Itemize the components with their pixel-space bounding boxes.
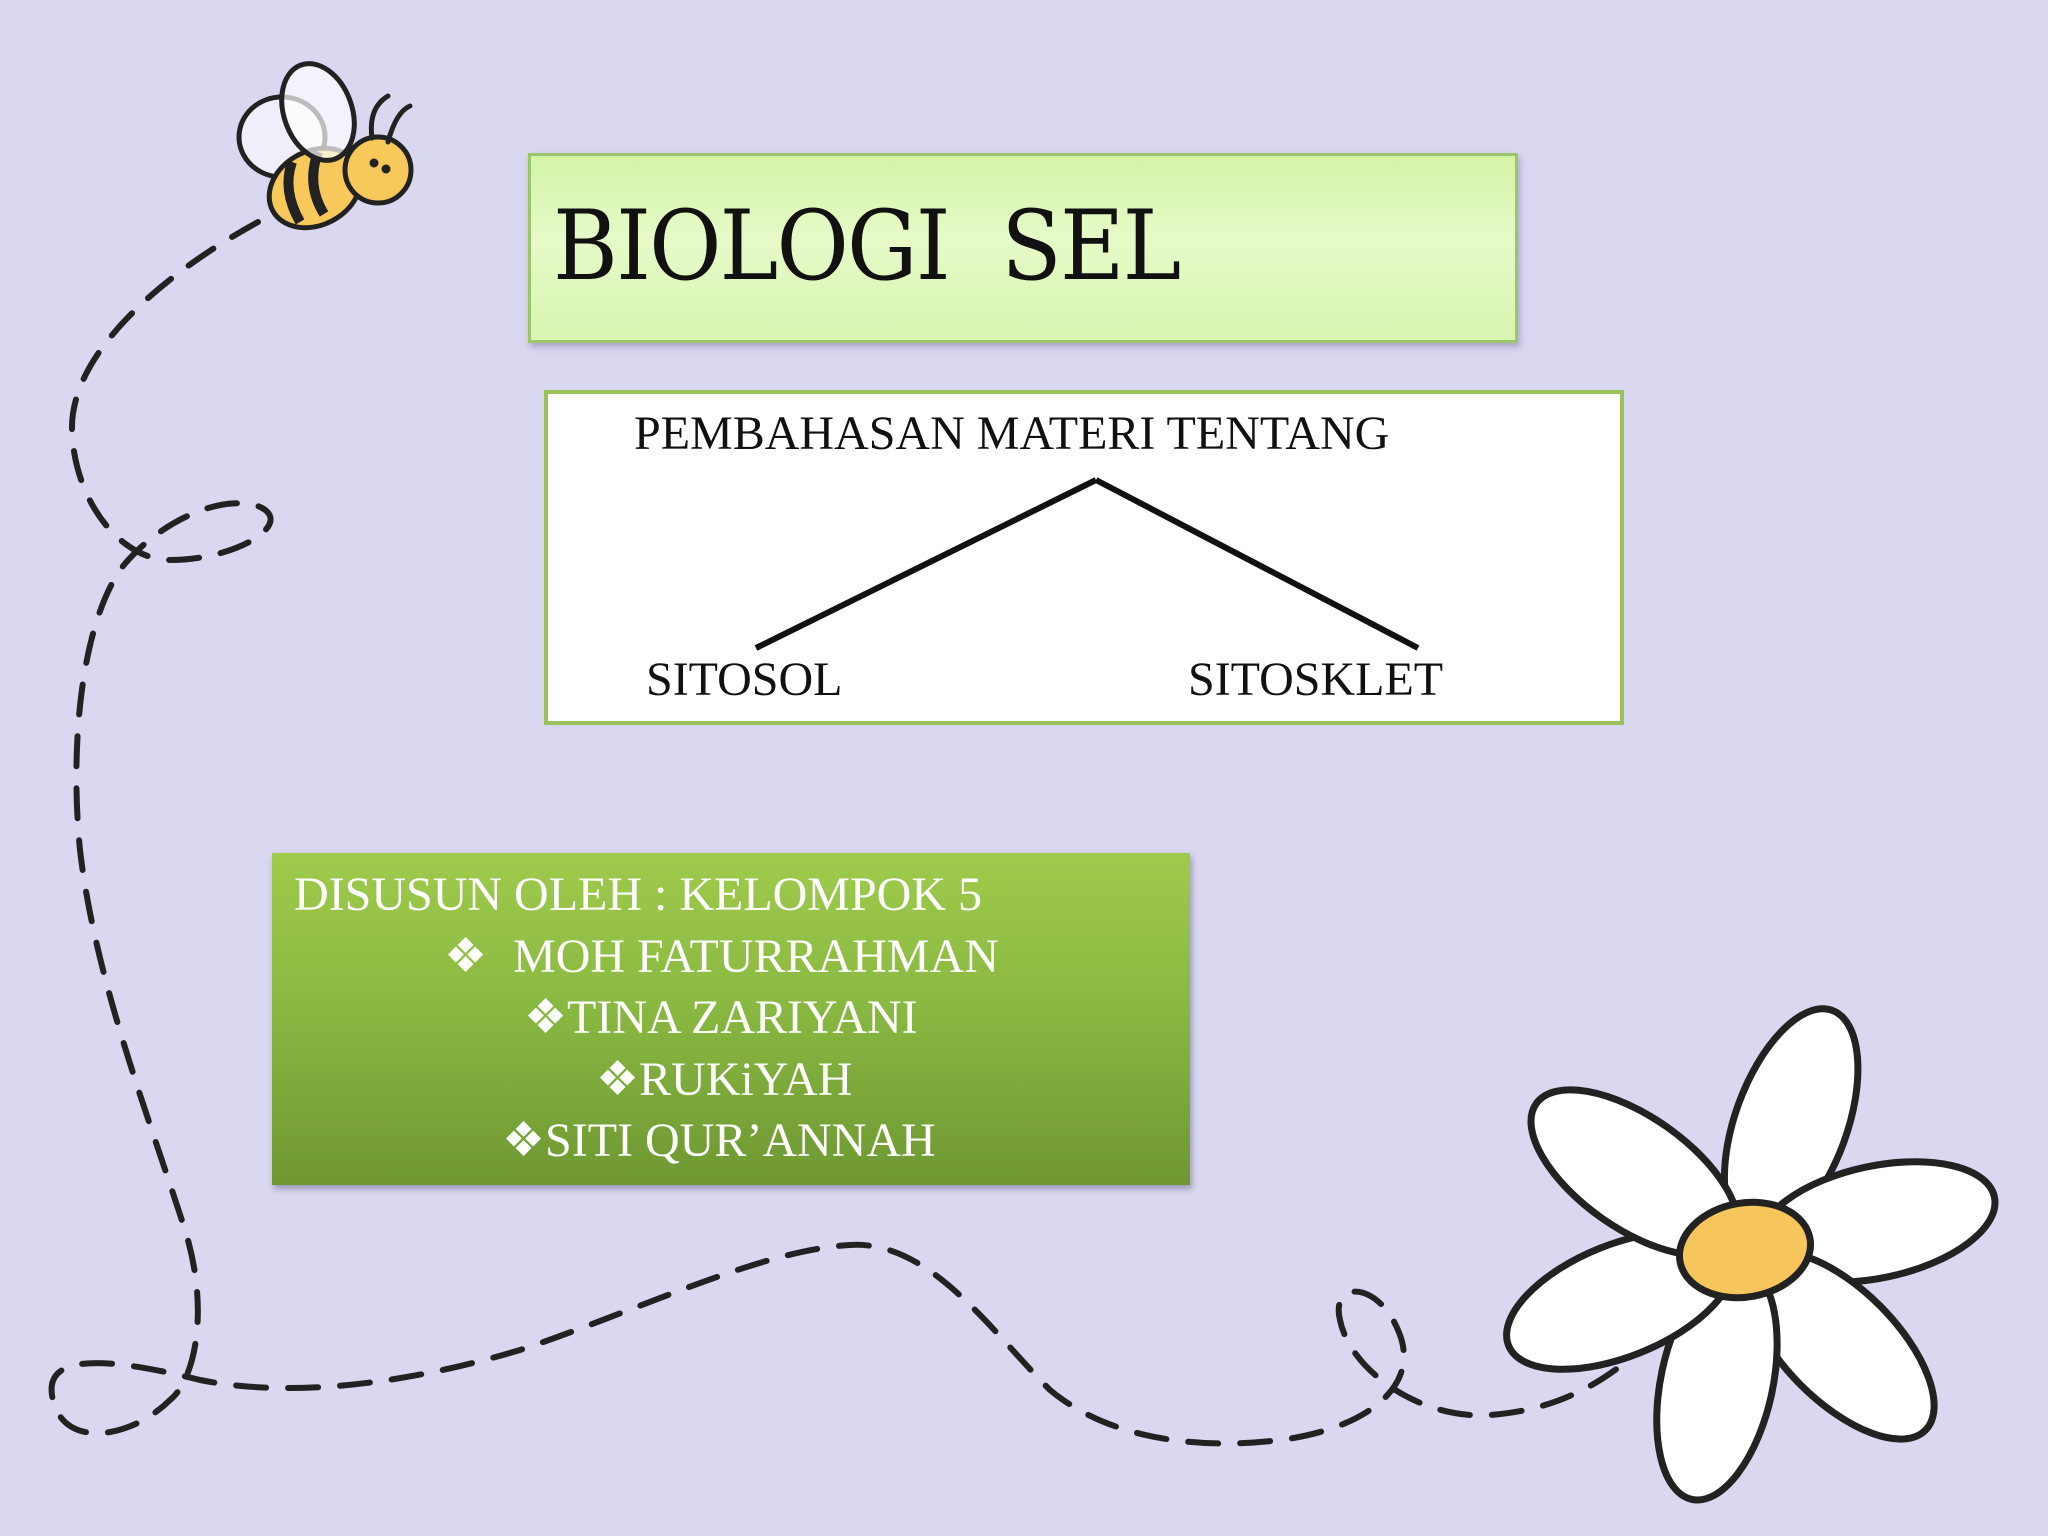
author-heading: DISUSUN OLEH : KELOMPOK 5 [294,868,983,921]
topic-sitosol: SITOSOL [646,653,843,706]
topic-diagram-box: PEMBAHASAN MATERI TENTANG SITOSOL SITOSK… [544,390,1624,725]
member-item: ❖ MOH FATURRAHMAN [444,933,999,981]
bee-icon [236,61,414,231]
branch-lines [754,477,1420,651]
dashed-flight-path [48,219,1653,1447]
title-box: BIOLOGI SEL [528,153,1518,343]
bullet-icon: ❖ [596,1053,640,1106]
slide-title: BIOLOGI SEL [553,190,1181,302]
member-item: ❖TINA ZARIYANI [524,994,918,1042]
bullet-icon: ❖ [524,991,568,1044]
member-name: RUKiYAH [639,1053,853,1106]
member-item: ❖RUKiYAH [596,1056,852,1104]
topic-heading: PEMBAHASAN MATERI TENTANG [634,407,1390,460]
topic-sitosklet: SITOSKLET [1188,653,1444,706]
daisy-flower-icon [1503,1005,1999,1504]
member-item: ❖SITI QUR’ANNAH [502,1117,936,1165]
bullet-icon: ❖ [444,930,488,983]
member-name: SITI QUR’ANNAH [545,1114,936,1167]
branch-line-left [754,477,1098,651]
member-name: TINA ZARIYANI [567,991,918,1044]
branch-line-right [1094,477,1420,651]
member-name: MOH FATURRAHMAN [513,930,999,983]
bullet-icon: ❖ [502,1114,546,1167]
author-box: DISUSUN OLEH : KELOMPOK 5 ❖ MOH FATURRAH… [272,853,1190,1185]
